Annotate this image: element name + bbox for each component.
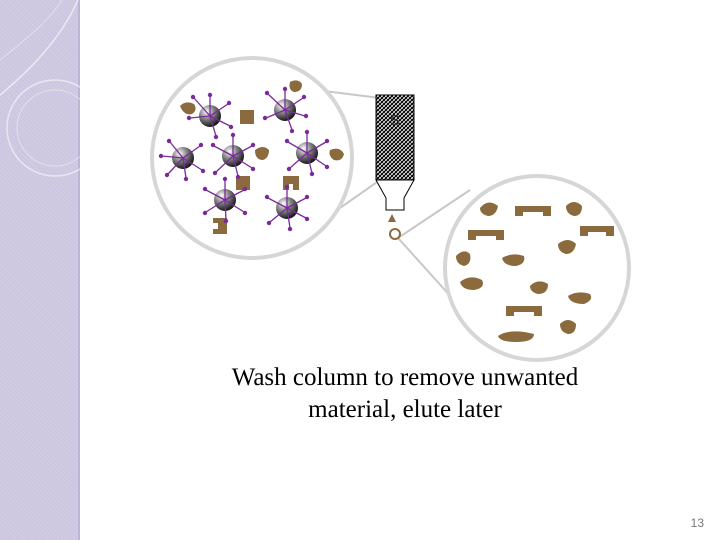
eluate-circle <box>443 174 631 362</box>
antibody-icon <box>161 90 327 229</box>
side-band-edge <box>78 0 80 540</box>
unwanted-material <box>456 202 614 342</box>
decorative-side-band <box>0 0 80 540</box>
eluted-protein-icon <box>388 214 401 240</box>
page-number: 13 <box>690 516 704 530</box>
column-contents-circle <box>150 56 354 260</box>
svg-text:S: S <box>390 112 400 129</box>
bound-proteins <box>180 80 344 234</box>
caption-line-2: material, elute later <box>308 396 502 423</box>
caption-line-1: Wash column to remove unwanted <box>231 364 579 391</box>
decorative-circles <box>0 0 104 177</box>
slide-caption: Wash column to remove unwanted material,… <box>150 362 660 426</box>
column-icon: S <box>375 94 415 211</box>
affinity-beads <box>158 86 330 232</box>
